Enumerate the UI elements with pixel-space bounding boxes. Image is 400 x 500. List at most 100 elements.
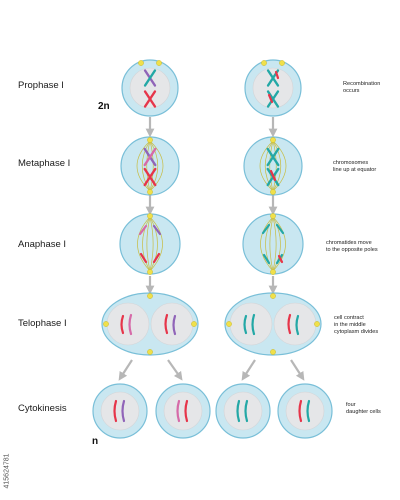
nucleus: [150, 302, 194, 346]
centrosome: [147, 293, 153, 299]
chromatid: [244, 399, 249, 423]
spindle-fiber: [149, 216, 163, 272]
spindle-fiber: [149, 216, 158, 272]
nucleus: [229, 302, 273, 346]
chromatid: [275, 223, 285, 235]
note-prophase: Recombination occurs: [343, 81, 381, 94]
spindle-fiber: [260, 216, 274, 272]
spindle-fiber: [149, 140, 164, 192]
chromatid: [152, 252, 161, 264]
spindle-fiber: [269, 140, 274, 192]
centrosome: [147, 189, 153, 195]
note-cytokinesis: four daughter cells: [346, 402, 381, 415]
chromatid: [121, 399, 126, 423]
stage-label-anaphase: Anaphase I: [18, 239, 67, 250]
chromatid: [143, 69, 157, 87]
centrosome: [138, 60, 144, 66]
cells: [92, 59, 333, 439]
note-anaphase: chromatides move to the opposite poles: [326, 240, 378, 253]
centrosome: [226, 321, 232, 327]
chromatid: [152, 224, 162, 236]
centrosome: [270, 189, 276, 195]
spindle-fiber: [146, 140, 151, 192]
chromatid: [266, 147, 280, 167]
metaphase-cell-2: [243, 136, 303, 196]
centrosome: [191, 321, 197, 327]
centrosome: [261, 60, 267, 66]
arrow: [167, 359, 183, 381]
chromatid: [139, 252, 148, 264]
centrosome: [103, 321, 109, 327]
centrosome: [270, 293, 276, 299]
chromatid: [120, 314, 125, 335]
spindle-fiber: [137, 216, 151, 272]
stage-arrows: [118, 117, 305, 381]
spindle-fiber: [272, 140, 287, 192]
ploidy-start-label: 2n: [98, 101, 110, 112]
chromatid: [251, 313, 256, 336]
centrosome: [147, 213, 153, 219]
chromatid: [128, 313, 133, 336]
metaphase-cell-1: [120, 136, 180, 196]
centrosome: [156, 60, 162, 66]
stage-label-metaphase: Metaphase I: [18, 158, 71, 169]
ploidy-end-label: n: [92, 436, 99, 447]
spindle-fiber: [272, 216, 286, 272]
chromatid: [176, 399, 181, 423]
spindle-fiber: [259, 140, 274, 192]
nucleus: [100, 391, 140, 431]
stage-label-prophase: Prophase I: [18, 80, 64, 91]
spindle-fiber: [146, 216, 151, 272]
centrosome: [279, 60, 285, 66]
arrow: [290, 359, 305, 381]
spindle-fiber: [149, 216, 154, 272]
chromatid: [298, 399, 303, 423]
chromatid: [267, 93, 274, 104]
spindle-fiber: [142, 216, 151, 272]
spindle-fiber: [272, 216, 281, 272]
spindle-fiber: [272, 140, 282, 192]
note-telophase: cell contract in the middle cytoplasm di…: [334, 315, 379, 335]
chromatid: [295, 314, 300, 336]
centrosome: [270, 269, 276, 275]
chromatid: [164, 313, 169, 335]
chromatid: [277, 254, 284, 264]
centrosome: [270, 213, 276, 219]
chromatid: [262, 253, 271, 265]
arrow: [118, 359, 133, 381]
chromatid: [243, 314, 248, 335]
anaphase-cell-1: [119, 213, 181, 275]
centrosome: [147, 137, 153, 143]
nucleus: [106, 302, 150, 346]
chromatid: [236, 399, 241, 423]
arrow: [241, 359, 256, 381]
nucleus: [285, 391, 325, 431]
nucleus: [129, 67, 171, 109]
anaphase-cell-2: [242, 213, 304, 275]
spindle-fiber: [272, 140, 277, 192]
chromatid: [287, 313, 292, 335]
nucleus: [273, 302, 317, 346]
nucleus: [163, 391, 203, 431]
stage-label-cytokinesis: Cytokinesis: [18, 403, 67, 414]
chromatid: [113, 399, 118, 423]
spindle-fiber: [149, 140, 159, 192]
spindle-fiber: [272, 216, 277, 272]
centrosome: [270, 349, 276, 355]
note-metaphase: chromosomes line up at equator: [333, 160, 377, 173]
chromatid: [274, 70, 280, 80]
chromatid: [143, 147, 157, 167]
spindle-fiber: [269, 216, 274, 272]
spindle-fiber: [136, 140, 151, 192]
spindle-fiber: [264, 140, 274, 192]
centrosome: [147, 269, 153, 275]
spindle-fiber: [141, 140, 151, 192]
chromatid: [266, 90, 280, 108]
nucleus: [223, 391, 263, 431]
chromatid: [172, 314, 177, 336]
chromatid: [143, 167, 157, 187]
watermark-id: 415624781: [3, 453, 11, 489]
chromatid: [184, 399, 189, 423]
chromatid: [261, 223, 271, 235]
centrosome: [314, 321, 320, 327]
